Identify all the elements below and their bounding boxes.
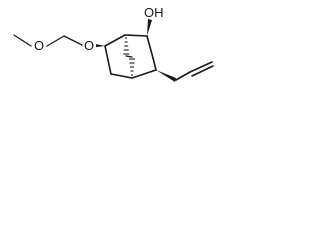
bond-methyl-o bbox=[13, 34, 32, 47]
bond-c7-c5 bbox=[110, 73, 133, 79]
bond-c3-c4 bbox=[152, 57, 157, 71]
molecule-diagram: O O OH bbox=[13, 5, 214, 82]
hydroxyl-label: OH bbox=[144, 5, 164, 20]
hashed-bond-c1-c8 bbox=[123, 37, 130, 55]
bond-c6-c1 bbox=[104, 34, 126, 47]
wedge-bond-c2-oh bbox=[147, 19, 152, 36]
ether-oxygen-label: O bbox=[84, 38, 94, 53]
bond-c2-c3 bbox=[146, 35, 154, 59]
bond-ch2-o bbox=[63, 35, 83, 46]
methoxy-oxygen-label: O bbox=[34, 38, 44, 53]
bond-vinyl-single bbox=[175, 71, 191, 81]
bond-vinyl-double-a bbox=[189, 61, 213, 73]
hashed-bond-c5-c8 bbox=[129, 58, 135, 76]
bond-c1-c2 bbox=[124, 34, 148, 37]
wedge-bond-c4-vinyl bbox=[156, 70, 176, 82]
bond-bridge-c8 bbox=[125, 55, 133, 58]
bond-c4-c5 bbox=[131, 69, 157, 79]
bond-vinyl-double-b bbox=[191, 65, 214, 77]
structure-canvas: O O OH bbox=[0, 0, 219, 124]
bond-c6-c7 bbox=[104, 45, 112, 75]
bond-o-ch2 bbox=[46, 35, 65, 47]
